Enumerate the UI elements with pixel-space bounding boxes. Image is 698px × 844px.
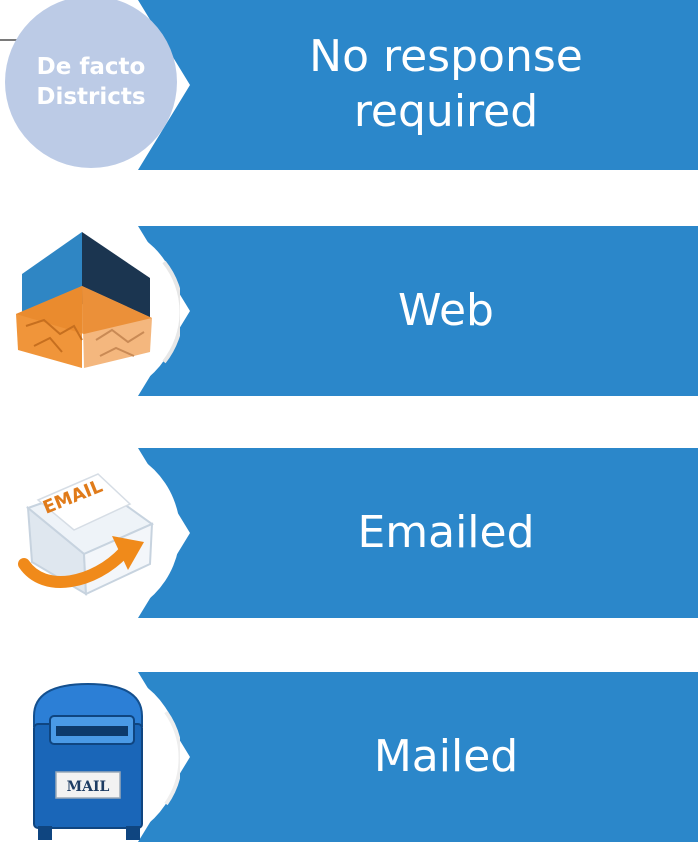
banner-label: Emailed	[357, 506, 535, 558]
badge-line1: De facto	[36, 53, 146, 80]
banner-no-response: No response required	[138, 0, 698, 170]
email-envelope-icon: EMAIL	[18, 473, 155, 596]
banner-label-line1: No response	[309, 31, 583, 83]
de-facto-districts-badge: De facto Districts	[5, 0, 177, 168]
banner-label: Mailed	[373, 730, 519, 782]
banner-label-line2: required	[353, 86, 539, 137]
banner-web: Web	[138, 226, 698, 396]
banner-label: Web	[398, 284, 494, 336]
email-icon-holder: EMAIL	[4, 444, 180, 620]
banner-mailed: Mailed	[138, 672, 698, 842]
mailbox-icon-holder: MAIL	[4, 668, 180, 844]
cube-map-icon	[16, 232, 180, 368]
web-icon-holder	[4, 222, 180, 398]
banner-emailed: Emailed	[138, 448, 698, 618]
banner-label: No response required	[309, 30, 583, 139]
mailbox-icon: MAIL	[33, 682, 180, 840]
badge-line2: Districts	[36, 84, 146, 110]
mailbox-icon-text: MAIL	[67, 779, 110, 795]
